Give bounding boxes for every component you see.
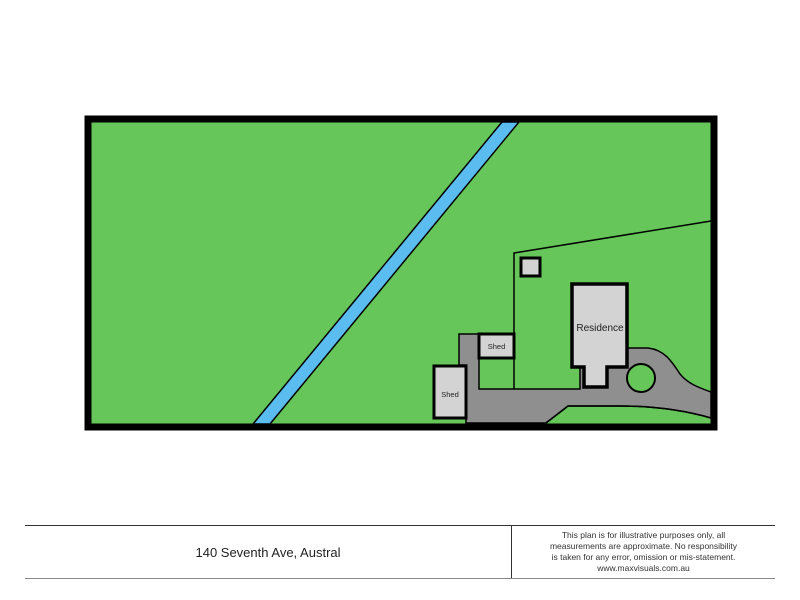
shed-upper bbox=[477, 332, 516, 360]
driveway-lower-edge bbox=[545, 405, 712, 424]
disclaimer: This plan is for illustrative purposes o… bbox=[512, 526, 775, 578]
turning-circle bbox=[626, 363, 656, 393]
website-link: www.maxvisuals.com.au bbox=[597, 563, 690, 573]
shed-lower bbox=[432, 364, 468, 420]
disclaimer-line: is taken for any error, omission or mis-… bbox=[551, 552, 736, 562]
small-structure bbox=[519, 256, 542, 278]
lot-boundary bbox=[84, 115, 718, 431]
property-address: 140 Seventh Ave, Austral bbox=[25, 526, 512, 578]
site-plan: Residence Shed Shed bbox=[84, 115, 718, 431]
title-block: 140 Seventh Ave, Austral This plan is fo… bbox=[25, 525, 775, 579]
residence-label: Residence bbox=[576, 323, 624, 334]
disclaimer-line: measurements are approximate. No respons… bbox=[549, 541, 738, 551]
shed-upper-label: Shed bbox=[488, 342, 506, 351]
disclaimer-line: This plan is for illustrative purposes o… bbox=[561, 530, 726, 540]
shed-lower-label: Shed bbox=[441, 390, 459, 399]
residence-building bbox=[570, 282, 629, 389]
